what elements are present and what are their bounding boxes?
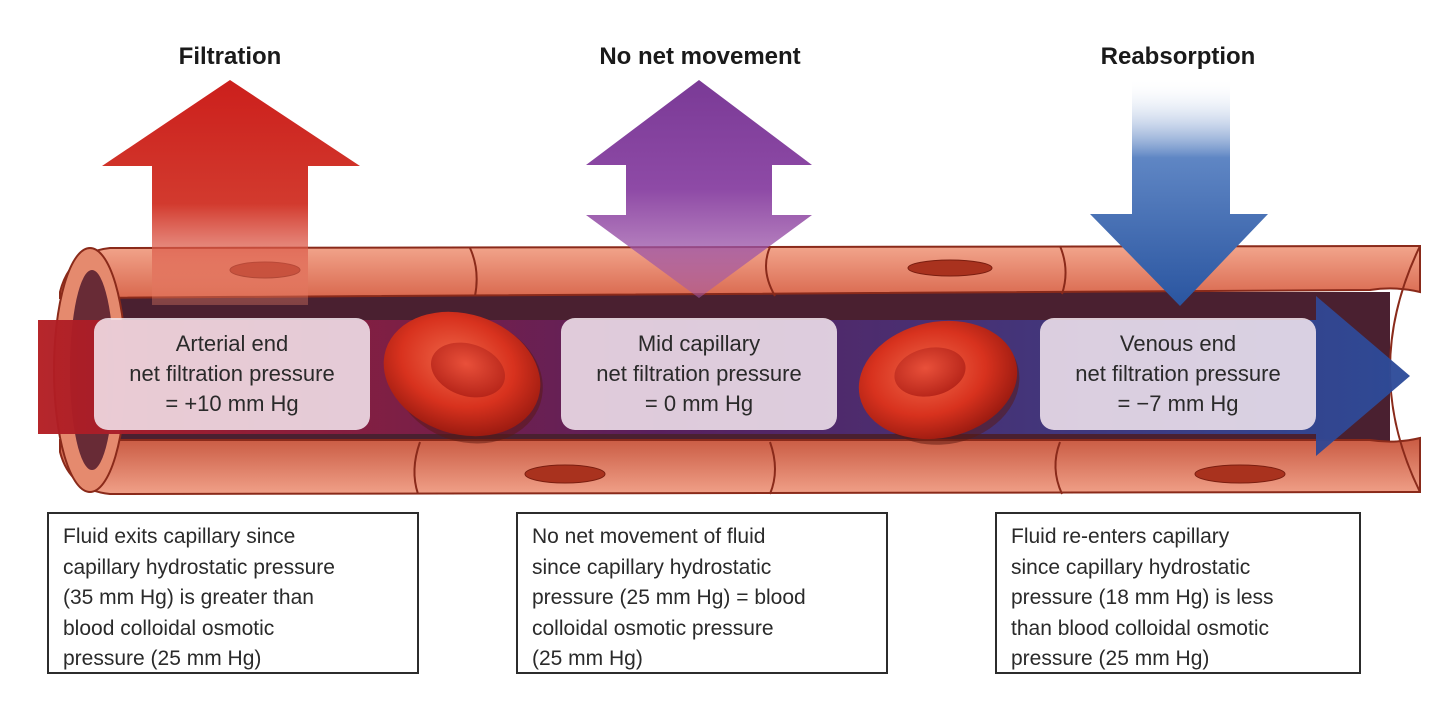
vessel-lower-wall	[59, 436, 1421, 496]
label-venous-title: Venous end	[1119, 331, 1237, 356]
heading-reabsorption: Reabsorption	[1100, 43, 1256, 70]
label-arterial-subtitle: net filtration pressure	[129, 361, 335, 386]
heading-no-net-movement: No net movement	[599, 43, 801, 70]
label-arterial-value: = +10 mm Hg	[165, 391, 299, 416]
explanation-venous: Fluid re-enters capillary since capillar…	[995, 512, 1361, 674]
explanation-arterial: Fluid exits capillary since capillary hy…	[47, 512, 419, 674]
label-mid-value: = 0 mm Hg	[644, 391, 754, 416]
label-venous-value: = −7 mm Hg	[1117, 391, 1239, 416]
heading-filtration: Filtration	[178, 43, 282, 70]
filtration-arrow	[102, 80, 360, 305]
label-mid-title: Mid capillary	[637, 331, 761, 356]
label-venous-subtitle: net filtration pressure	[1075, 361, 1281, 386]
red-blood-cell	[383, 311, 543, 444]
label-arterial-end: Arterial end net filtration pressure = +…	[94, 318, 370, 430]
reabsorption-arrow	[1090, 78, 1268, 306]
endothelial-nucleus	[524, 464, 606, 484]
label-venous-end: Venous end net filtration pressure = −7 …	[1040, 318, 1316, 430]
label-mid-subtitle: net filtration pressure	[596, 361, 802, 386]
endothelial-nucleus	[907, 259, 993, 277]
label-arterial-title: Arterial end	[175, 331, 289, 356]
endothelial-nucleus	[1194, 464, 1286, 484]
label-mid-capillary: Mid capillary net filtration pressure = …	[561, 318, 837, 430]
no-net-movement-arrow	[586, 80, 812, 298]
explanation-mid: No net movement of fluid since capillary…	[516, 512, 888, 674]
red-blood-cell	[858, 320, 1020, 445]
